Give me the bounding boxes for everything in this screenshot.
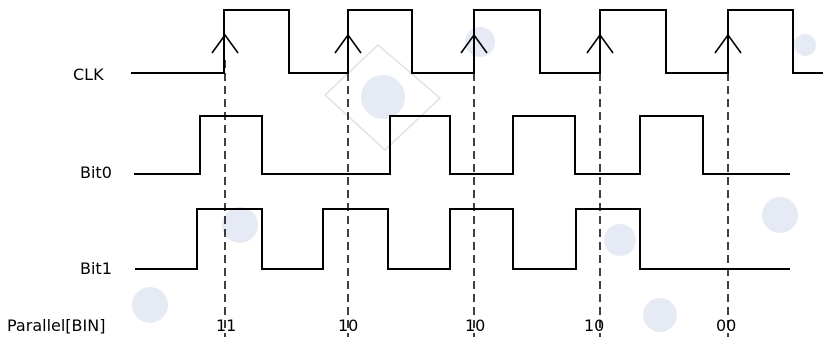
parallel-value: 10 — [338, 316, 358, 335]
parallel-value: 00 — [716, 316, 736, 335]
rising-edge-arrow-icon — [334, 33, 362, 54]
watermark — [132, 27, 816, 332]
bit1-waveform — [135, 208, 790, 270]
parallel-label: Parallel[BIN] — [7, 316, 105, 335]
sample-lines — [224, 60, 729, 337]
rising-edge-arrow-icon — [460, 33, 488, 54]
parallel-value: 10 — [465, 316, 485, 335]
signal-label-bit0: Bit0 — [80, 163, 112, 182]
signal-label-bit1: Bit1 — [80, 259, 112, 278]
parallel-value: 10 — [584, 316, 604, 335]
signal-label-clk: CLK — [73, 65, 104, 84]
rising-edge-arrows — [211, 33, 742, 54]
rising-edge-arrow-icon — [586, 33, 614, 54]
bit0-waveform — [134, 115, 790, 175]
parallel-value: 11 — [216, 316, 236, 335]
rising-edge-arrow-icon — [211, 33, 239, 54]
clk-waveform — [131, 9, 823, 74]
rising-edge-arrow-icon — [714, 33, 742, 54]
